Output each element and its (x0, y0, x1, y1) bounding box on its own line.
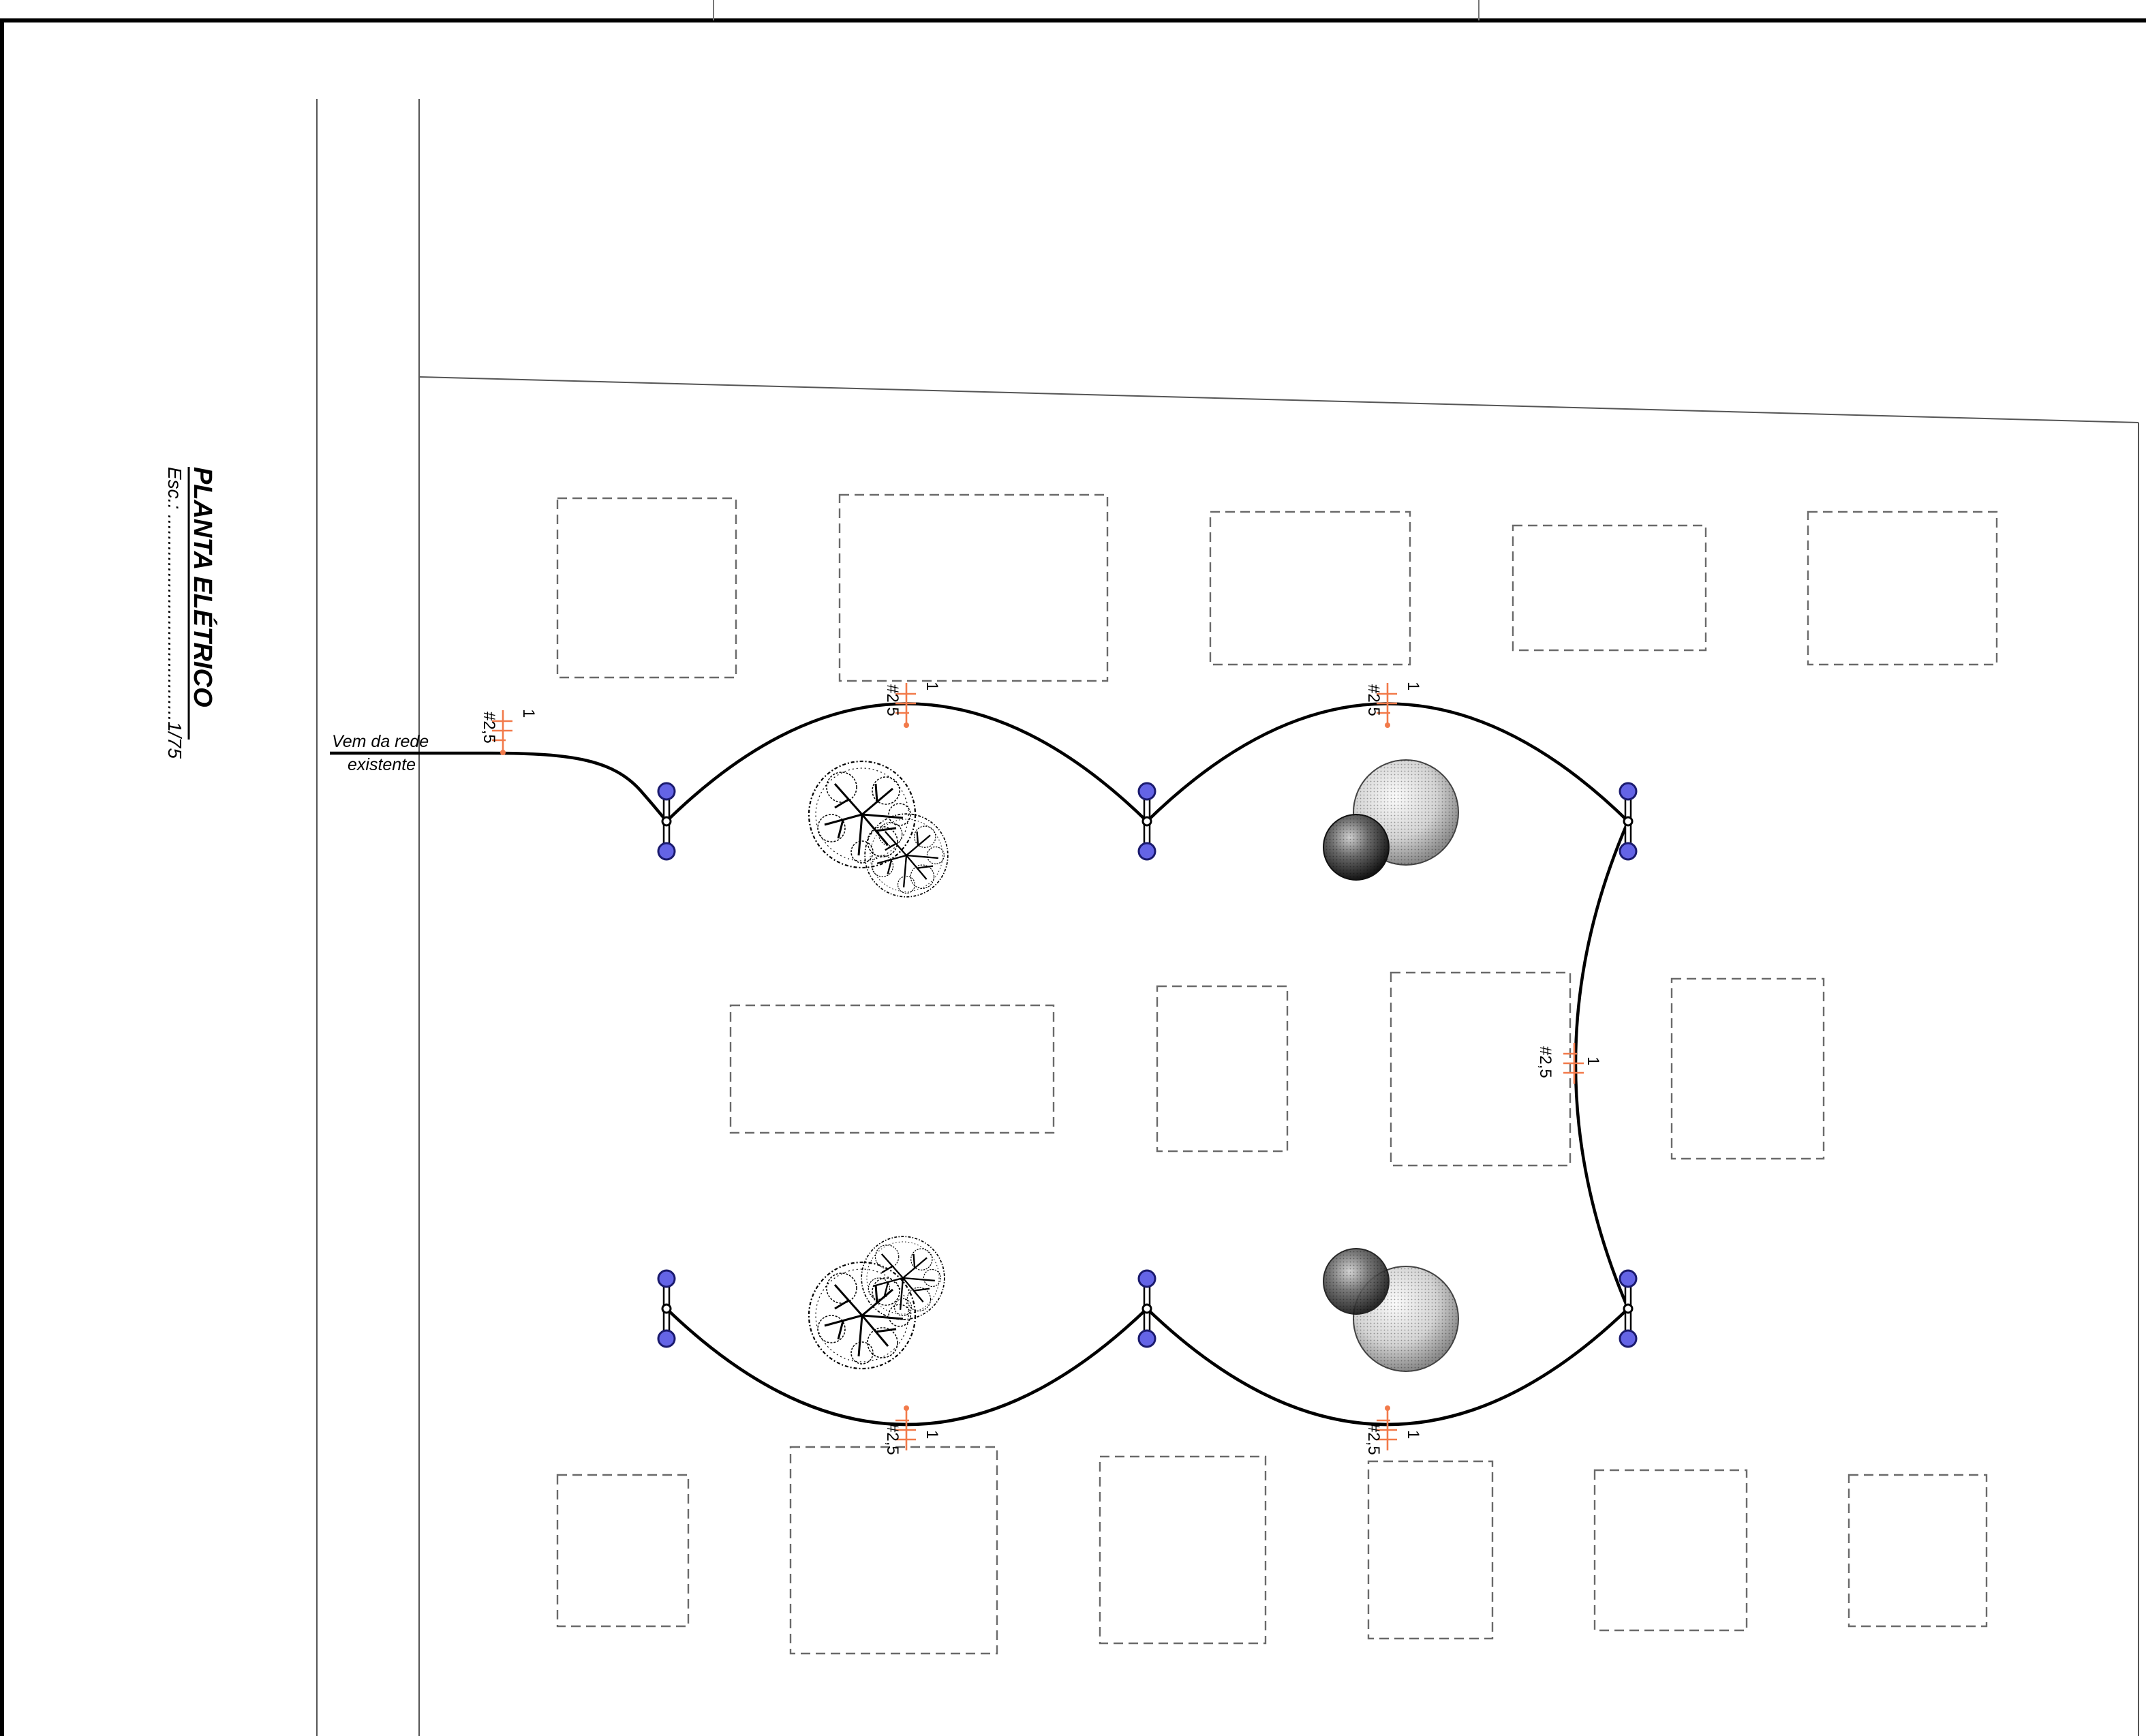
planter-outline (1512, 524, 1707, 652)
double-luminaire-pole-icon (657, 782, 676, 861)
planter-outline (556, 1474, 690, 1628)
circuit-number: 1 (1404, 1430, 1422, 1439)
double-luminaire-pole-icon (1137, 1269, 1156, 1348)
circuit-label-bottom-1: 1 #2,5 (883, 1423, 941, 1455)
planter-outline (729, 1004, 1055, 1134)
circuit-number: 1 (1404, 682, 1422, 690)
vegetation (808, 759, 1459, 1372)
conductor-section: #2,5 (480, 712, 498, 744)
planter-outline (1593, 1469, 1748, 1632)
planter-outline (1807, 511, 1998, 666)
planter-outline (556, 497, 737, 679)
circuit-label-right: 1 #2,5 (1536, 1046, 1602, 1078)
circuit-number: 1 (923, 1430, 941, 1439)
double-luminaire-pole-icon (1619, 1269, 1638, 1348)
drawing-scale: Esc.: ..................................… (164, 467, 185, 759)
shrub-sphere-icon (1323, 1248, 1459, 1372)
lot-boundaries (316, 99, 2139, 1736)
conductor-section: #2,5 (883, 1423, 902, 1455)
drawing-title-block: PLANTA ELÉTRICO Esc.: ..................… (164, 467, 218, 759)
circuit-marker: 1 #2,5 (1364, 682, 1422, 729)
planter-outline (1156, 985, 1289, 1153)
planter-outline (789, 1446, 998, 1655)
planter-outline (1670, 977, 1825, 1160)
planter-outline (838, 493, 1109, 682)
planter-outline (1848, 1474, 1988, 1628)
circuit-marker: 1 #2,5 (883, 682, 941, 729)
planter-outline (1390, 971, 1572, 1167)
double-luminaire-pole-icon (1619, 782, 1638, 861)
shrub-sphere-icon (1323, 759, 1459, 881)
double-luminaire-pole-icon (657, 1269, 676, 1348)
luminaires (657, 782, 1638, 1348)
circuit-marker (1563, 1043, 1584, 1084)
feed-label-line2: existente (348, 755, 416, 774)
feed-label-line1: Vem da rede (332, 732, 429, 751)
conductor-section: #2,5 (1536, 1046, 1554, 1078)
tree-icon (860, 1235, 946, 1321)
circuit-markers: 1 #2,5 1 #2,5 1 #2,5 1 #2,5 1 #2,5 (480, 682, 1602, 1455)
conductor-section: #2,5 (1364, 684, 1383, 716)
circuit-marker: 1 #2,5 (480, 709, 538, 757)
conductor-section: #2,5 (1364, 1423, 1383, 1455)
circuit-number: 1 (519, 709, 538, 718)
feed-annotation: Vem da rede existente (332, 732, 429, 774)
circuit-number: 1 (1584, 1056, 1602, 1065)
planter-outline (1367, 1460, 1494, 1640)
double-luminaire-pole-icon (1137, 782, 1156, 861)
dashed-outlines (556, 493, 1998, 1655)
conductor-section: #2,5 (883, 684, 902, 716)
planter-outline (1209, 511, 1411, 666)
circuit-number: 1 (923, 682, 941, 690)
planter-outline (1099, 1455, 1267, 1645)
drawing-title: PLANTA ELÉTRICO (188, 467, 218, 707)
circuit-label-bottom-2: 1 #2,5 (1364, 1423, 1422, 1455)
feed-cable (330, 751, 668, 823)
